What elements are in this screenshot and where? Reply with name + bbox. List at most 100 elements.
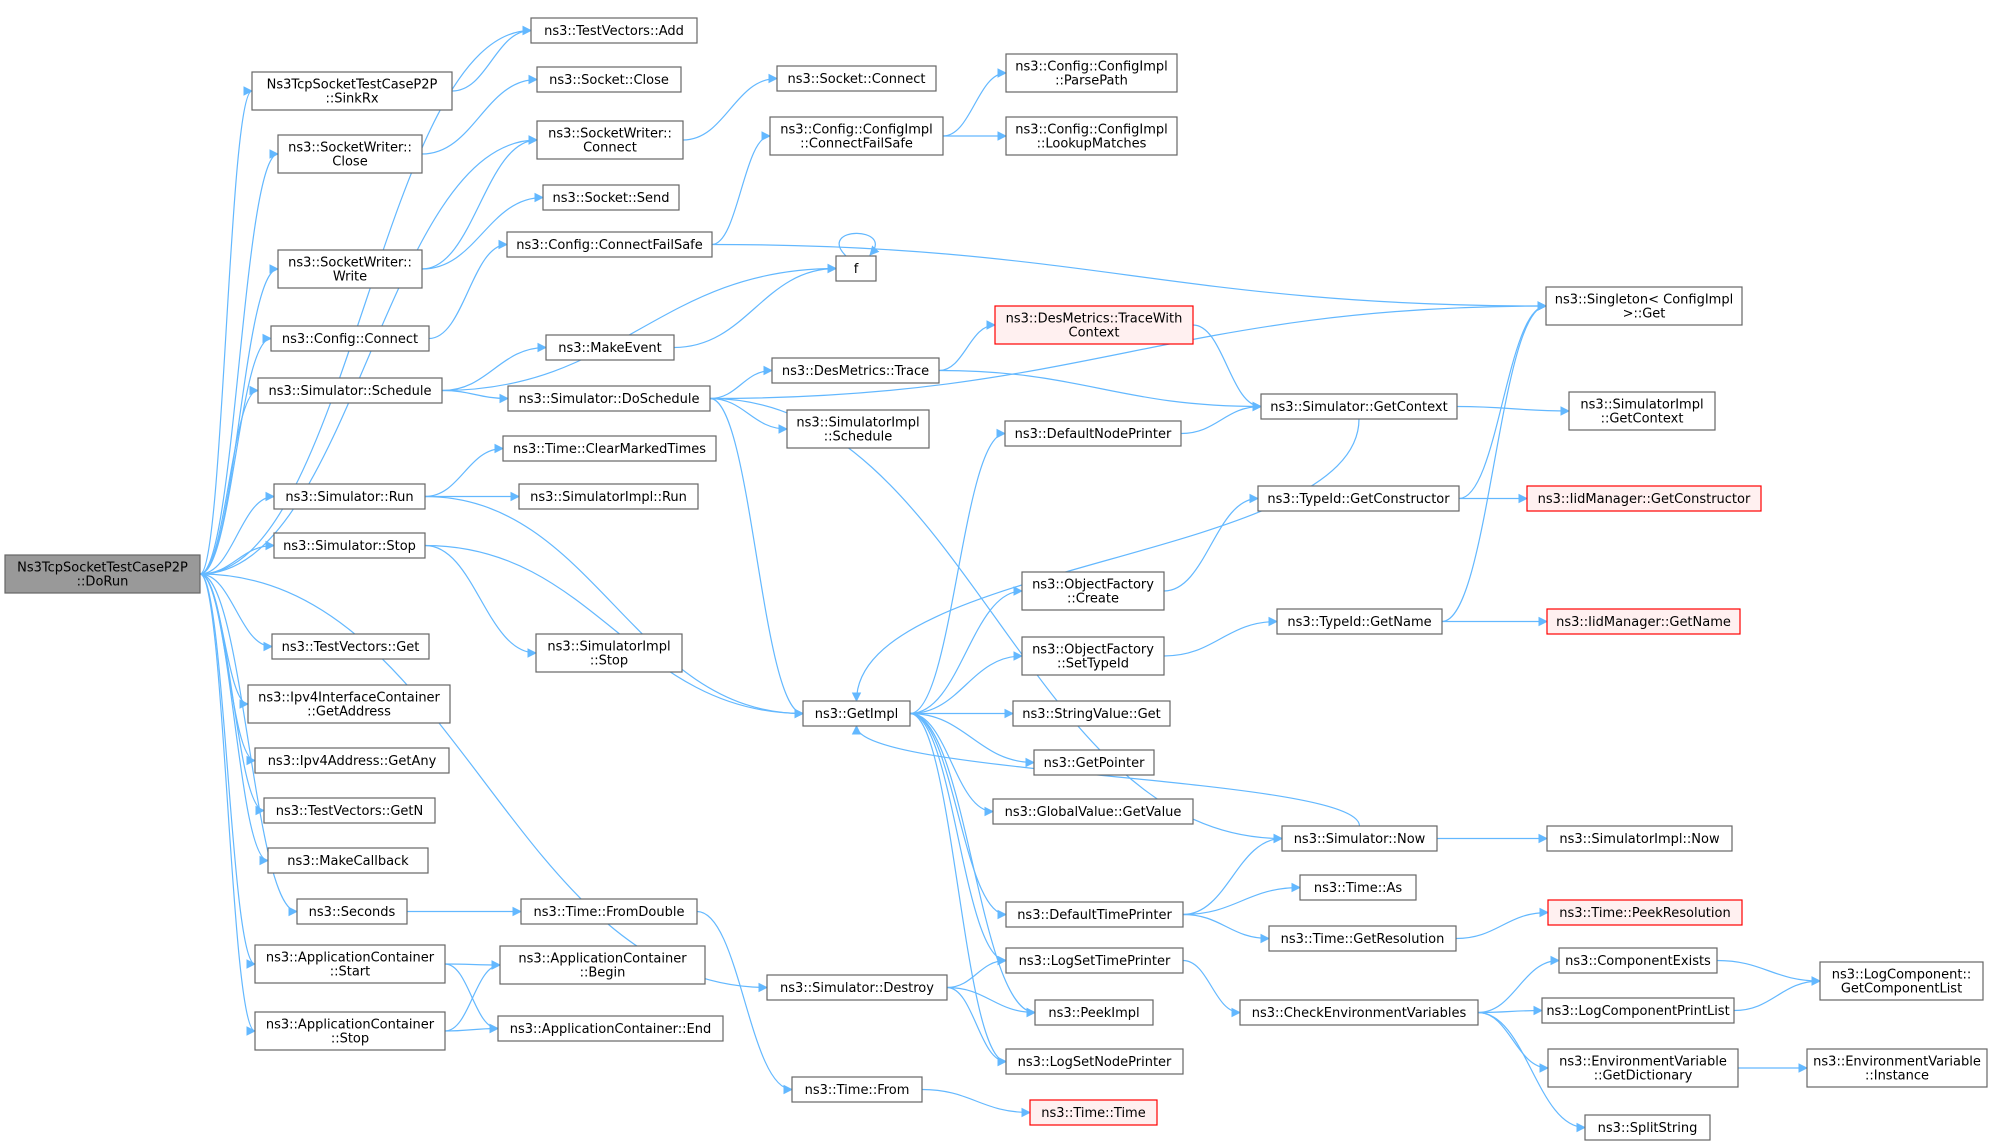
edge-sw_write-to-sock_send [421, 192, 544, 270]
node-box [277, 134, 423, 174]
node-ns3-componentexists[interactable]: ns3::ComponentExists [1558, 947, 1718, 974]
edge-f-to-f [838, 232, 880, 257]
node-label: ns3::Simulator::Now [1294, 832, 1426, 847]
node-ns3-stringvalue-get[interactable]: ns3::StringValue::Get [1012, 700, 1171, 727]
node-box [1005, 1048, 1184, 1075]
node-ns3-environmentvariable-instance[interactable]: ns3::EnvironmentVariable::Instance [1806, 1048, 1988, 1088]
node-ns3-environmentvariable-getdictionary[interactable]: ns3::EnvironmentVariable::GetDictionary [1547, 1048, 1739, 1088]
node-ns3-time-getresolution[interactable]: ns3::Time::GetResolution [1268, 925, 1457, 952]
node-ns3-config-configimpl-connectfailsafe[interactable]: ns3::Config::ConfigImpl::ConnectFailSafe [769, 116, 944, 156]
node-ns3-ipv4interfacecontainer-getaddress[interactable]: ns3::Ipv4InterfaceContainer::GetAddress [247, 684, 451, 724]
edge-sim_doschedule-to-si_schedule [709, 397, 788, 434]
edge-dm_tracewith-to-sim_getcontext [1192, 324, 1262, 412]
node-ns3-testvectors-getn[interactable]: ns3::TestVectors::GetN [263, 797, 436, 824]
node-ns3-config-connect[interactable]: ns3::Config::Connect [270, 325, 430, 352]
node-ns3-checkenvironmentvariables[interactable]: ns3::CheckEnvironmentVariables [1239, 999, 1479, 1026]
edge-sim_run-to-time_cmt [424, 443, 504, 498]
node-ns3tcpsockettestcasep2p-sinkrx[interactable]: Ns3TcpSocketTestCaseP2P::SinkRx [251, 71, 453, 111]
node-ns3-objectfactory-create[interactable]: ns3::ObjectFactory::Create [1021, 571, 1165, 611]
node-ns3-desmetrics-trace[interactable]: ns3::DesMetrics::Trace [771, 357, 940, 384]
edge-sim_getcontext-to-getimpl [851, 418, 1360, 702]
node-ns3-makeevent[interactable]: ns3::MakeEvent [545, 334, 675, 361]
edge-getimpl-to-deftimeprinter [909, 712, 1007, 920]
node-ns3-simulatorimpl-stop[interactable]: ns3::SimulatorImpl::Stop [535, 633, 683, 673]
node-ns3-time-from[interactable]: ns3::Time::From [791, 1076, 923, 1103]
node-ns3-ipv4address-getany[interactable]: ns3::Ipv4Address::GetAny [254, 747, 450, 774]
node-ns3-typeid-getname[interactable]: ns3::TypeId::GetName [1276, 608, 1443, 635]
node-ns3-applicationcontainer-begin[interactable]: ns3::ApplicationContainer::Begin [499, 945, 706, 985]
edge-dorun-to-makecallback [199, 573, 269, 866]
node-ns3-simulatorimpl-getcontext[interactable]: ns3::SimulatorImpl::GetContext [1568, 391, 1716, 431]
node-ns3-applicationcontainer-end[interactable]: ns3::ApplicationContainer::End [497, 1015, 724, 1042]
node-ns3-makecallback[interactable]: ns3::MakeCallback [267, 847, 429, 874]
node-ns3-simulator-getcontext[interactable]: ns3::Simulator::GetContext [1260, 393, 1458, 420]
node-ns3-simulator-destroy[interactable]: ns3::Simulator::Destroy [766, 974, 948, 1001]
node-label: ns3::ApplicationContainer [518, 952, 687, 967]
node-ns3-config-connectfailsafe[interactable]: ns3::Config::ConnectFailSafe [506, 231, 713, 258]
node-ns3-applicationcontainer-stop[interactable]: ns3::ApplicationContainer::Stop [254, 1011, 446, 1051]
node-ns3-logsettimeprinter[interactable]: ns3::LogSetTimePrinter [1005, 947, 1184, 974]
node-label: ns3::TestVectors::Get [282, 640, 420, 655]
node-label: Connect [583, 141, 637, 156]
node-ns3-defaultnodeprinter[interactable]: ns3::DefaultNodePrinter [1004, 420, 1182, 447]
node-box [802, 700, 911, 727]
node-ns3-simulator-now[interactable]: ns3::Simulator::Now [1281, 825, 1438, 852]
node-ns3-socketwriter-close[interactable]: ns3::SocketWriter::Close [277, 134, 423, 174]
node-ns3-socketwriter-connect[interactable]: ns3::SocketWriter::Connect [536, 120, 684, 160]
node-label: ns3::Time::Time [1041, 1106, 1145, 1121]
node-ns3-simulator-doschedule[interactable]: ns3::Simulator::DoSchedule [507, 385, 711, 412]
node-ns3-socketwriter-write[interactable]: ns3::SocketWriter::Write [277, 249, 423, 289]
node-label: ::LookupMatches [1037, 137, 1147, 152]
node-ns3-applicationcontainer-start[interactable]: ns3::ApplicationContainer::Start [254, 944, 446, 984]
node-ns3-testvectors-get[interactable]: ns3::TestVectors::Get [271, 633, 430, 660]
node-ns3-getpointer[interactable]: ns3::GetPointer [1033, 749, 1155, 776]
node-ns3-simulatorimpl-run[interactable]: ns3::SimulatorImpl::Run [518, 483, 699, 510]
node-ns3-simulator-run[interactable]: ns3::Simulator::Run [273, 483, 426, 510]
node-ns3-time-fromdouble[interactable]: ns3::Time::FromDouble [520, 898, 698, 925]
node-ns3tcpsockettestcasep2p-dorun[interactable]: Ns3TcpSocketTestCaseP2P::DoRun [4, 554, 201, 594]
node-box [1547, 899, 1743, 926]
node-ns3-singleton-configimpl-get[interactable]: ns3::Singleton< ConfigImpl>::Get [1545, 286, 1743, 326]
edge-sw_connect-to-sock_connect [682, 73, 778, 141]
node-ns3-iidmanager-getname[interactable]: ns3::IidManager::GetName [1546, 608, 1741, 635]
node-ns3-socket-close[interactable]: ns3::Socket::Close [536, 66, 682, 93]
node-ns3-logcomponentprintlist[interactable]: ns3::LogComponentPrintList [1541, 997, 1735, 1024]
node-ns3-socket-connect[interactable]: ns3::Socket::Connect [776, 65, 937, 92]
nodes-layer: Ns3TcpSocketTestCaseP2P::DoRunns3::TestV… [4, 17, 1988, 1141]
node-box [257, 377, 443, 404]
node-ns3-config-configimpl-parsepath[interactable]: ns3::Config::ConfigImpl::ParsePath [1005, 53, 1178, 93]
node-ns3-simulator-stop[interactable]: ns3::Simulator::Stop [273, 532, 426, 559]
node-ns3-logsetnodeprinter[interactable]: ns3::LogSetNodePrinter [1005, 1048, 1184, 1075]
node-ns3-getimpl[interactable]: ns3::GetImpl [802, 700, 911, 727]
node-box [499, 945, 706, 985]
node-label: ns3::Time::FromDouble [534, 905, 685, 920]
node-box [273, 483, 426, 510]
node-ns3-socket-send[interactable]: ns3::Socket::Send [542, 184, 680, 211]
node-ns3-simulator-schedule[interactable]: ns3::Simulator::Schedule [257, 377, 443, 404]
node-label: ns3::ApplicationContainer::End [510, 1022, 711, 1037]
node-ns3-seconds[interactable]: ns3::Seconds [296, 898, 408, 925]
node-box [536, 66, 682, 93]
node-ns3-simulatorimpl-now[interactable]: ns3::SimulatorImpl::Now [1546, 825, 1733, 852]
node-ns3-time-peekresolution[interactable]: ns3::Time::PeekResolution [1547, 899, 1743, 926]
node-box [497, 1015, 724, 1042]
node-ns3-config-configimpl-lookupmatches[interactable]: ns3::Config::ConfigImpl::LookupMatches [1005, 116, 1178, 156]
node-ns3-peekimpl[interactable]: ns3::PeekImpl [1034, 999, 1154, 1026]
node-ns3-time-time[interactable]: ns3::Time::Time [1029, 1099, 1158, 1126]
node-f[interactable]: f [835, 255, 877, 282]
node-ns3-typeid-getconstructor[interactable]: ns3::TypeId::GetConstructor [1257, 485, 1460, 512]
node-ns3-time-clearmarkedtimes[interactable]: ns3::Time::ClearMarkedTimes [502, 435, 717, 462]
edge-dorun-to-cfg_connect [199, 333, 272, 575]
node-ns3-iidmanager-getconstructor[interactable]: ns3::IidManager::GetConstructor [1526, 485, 1762, 512]
edge-dorun-to-ac_stop [199, 573, 256, 1036]
node-ns3-splitstring[interactable]: ns3::SplitString [1584, 1114, 1711, 1141]
node-ns3-testvectors-add[interactable]: ns3::TestVectors::Add [530, 17, 698, 44]
node-box [1281, 825, 1438, 852]
node-ns3-simulatorimpl-schedule[interactable]: ns3::SimulatorImpl::Schedule [786, 409, 930, 449]
node-ns3-logcomponent-getcomponentlist[interactable]: ns3::LogComponent::GetComponentList [1819, 961, 1984, 1001]
node-ns3-defaulttimeprinter[interactable]: ns3::DefaultTimePrinter [1005, 901, 1184, 928]
node-ns3-time-as[interactable]: ns3::Time::As [1299, 874, 1417, 901]
node-ns3-globalvalue-getvalue[interactable]: ns3::GlobalValue::GetValue [992, 798, 1194, 825]
node-ns3-objectfactory-settypeid[interactable]: ns3::ObjectFactory::SetTypeId [1021, 636, 1165, 676]
